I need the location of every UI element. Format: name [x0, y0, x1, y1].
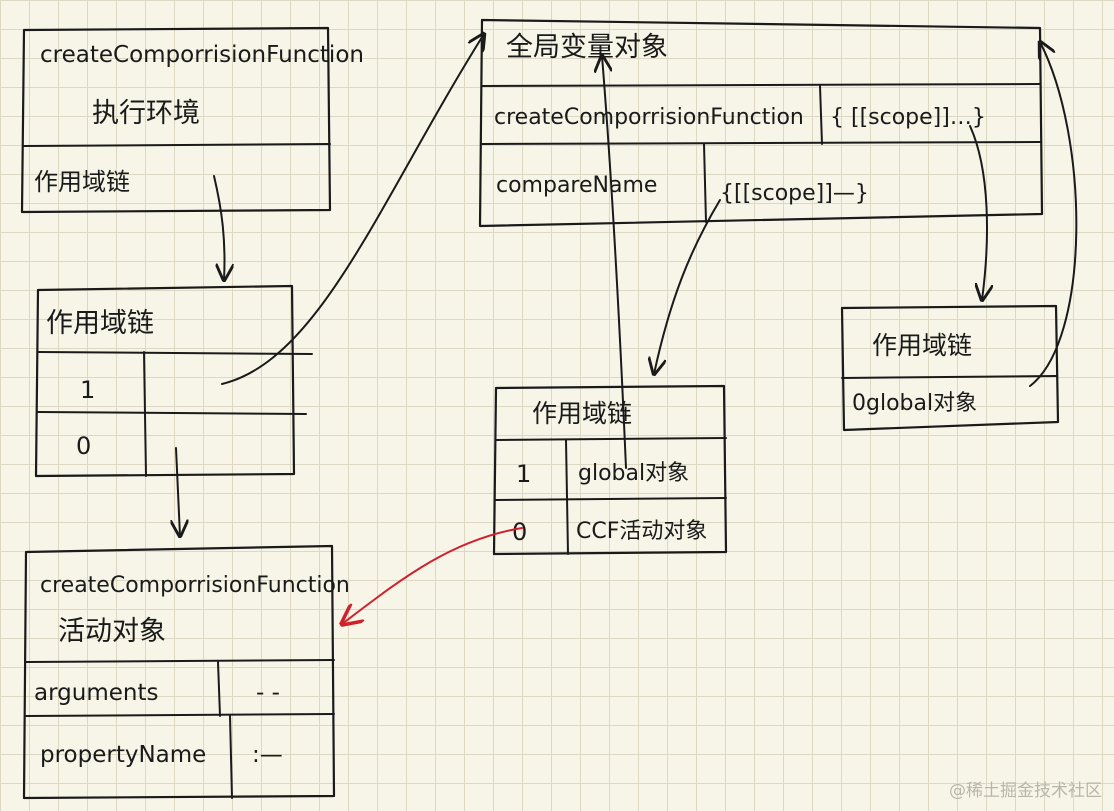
- scope-left-row-0: 0: [76, 432, 91, 460]
- global-row-ccf-key: createComporrisionFunction: [494, 105, 804, 130]
- activation-title: createComporrisionFunction: [40, 573, 350, 598]
- arrow-scope-right-to-global: [1029, 42, 1078, 387]
- scope-left-row-1: 1: [80, 376, 95, 404]
- exec-ctx-subtitle: 执行环境: [92, 98, 200, 129]
- global-object-table: 全局变量对象 createComporrisionFunction { [[sc…: [478, 18, 1044, 228]
- activation-row-arguments-value: - -: [256, 680, 280, 706]
- scope-chain-left-table: 作用域链 1 0: [34, 284, 313, 478]
- scope-right-row: 0global对象: [852, 391, 977, 416]
- arrow-compare-to-scope-mid: [654, 199, 721, 374]
- exec-ctx-title: createComporrisionFunction: [40, 42, 364, 68]
- scope-mid-row-1-value: global对象: [578, 461, 689, 486]
- scope-chain-middle-table: 作用域链 1 global对象 0 CCF活动对象: [492, 384, 728, 556]
- activation-row-property-key: propertyName: [40, 742, 206, 768]
- arrow-ccf-activation-to-activation-object: [342, 527, 523, 624]
- global-row-compare-key: compareName: [496, 173, 657, 198]
- activation-row-property-value: :—: [252, 742, 283, 768]
- arrow-scope-left-row0-to-activation: [176, 447, 180, 536]
- arrow-scope-mid-global-up: [602, 56, 627, 469]
- arrow-scope-left-row1-to-global: [221, 34, 484, 385]
- scope-mid-row-0-index: 0: [512, 518, 527, 546]
- scope-mid-row-1-index: 1: [516, 460, 531, 488]
- exec-ctx-scope-chain-row: 作用域链: [34, 168, 130, 196]
- activation-object-table: createComporrisionFunction 活动对象 argument…: [22, 544, 350, 800]
- activation-row-arguments-key: arguments: [34, 680, 158, 706]
- arrow-exec-to-scope-left: [213, 175, 225, 280]
- scope-right-title: 作用域链: [872, 331, 972, 360]
- watermark: @稀土掘金技术社区: [949, 781, 1102, 801]
- scope-chain-right-table: 作用域链 0global对象: [840, 304, 1060, 432]
- scope-mid-title: 作用域链: [532, 399, 632, 428]
- global-row-ccf-value: { [[scope]]…}: [830, 105, 986, 130]
- connector-arrows: [176, 34, 1078, 624]
- activation-subtitle: 活动对象: [58, 616, 166, 647]
- scope-mid-row-0-value: CCF活动对象: [576, 519, 707, 544]
- arrow-ccf-scope-to-scope-right: [969, 125, 987, 300]
- execution-context-box: createComporrisionFunction 执行环境 作用域链: [20, 26, 364, 214]
- global-row-compare-value: {[[scope]]—}: [720, 181, 869, 206]
- scope-left-title: 作用域链: [46, 308, 154, 339]
- global-title: 全局变量对象: [506, 32, 668, 63]
